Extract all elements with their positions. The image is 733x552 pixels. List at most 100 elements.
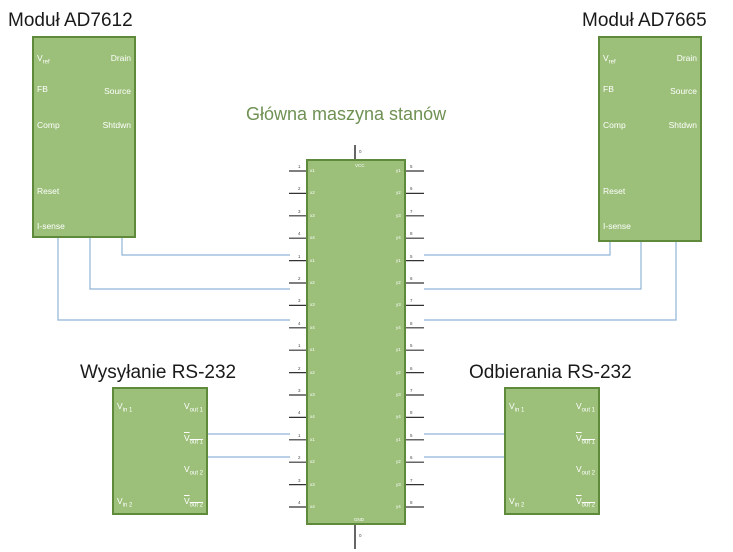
- state-machine-left-pin-name: x1: [310, 168, 315, 173]
- state-machine-left-pin-name: x3: [310, 212, 315, 218]
- state-machine-left-pin-number: 3: [298, 477, 301, 483]
- state-machine-block[interactable]: VCC GND: [306, 159, 406, 525]
- ad7612-vref-label: Vref: [37, 53, 50, 66]
- ad7612-title: Moduł AD7612: [8, 10, 133, 31]
- state-machine-left-pin-number: 4: [298, 410, 301, 416]
- state-machine-left-pin-number: 3: [298, 388, 301, 393]
- ad7612-shtdwn-label: Shtdwn: [102, 120, 131, 130]
- wire-ad7612-2: [89, 236, 290, 290]
- ad7665-source-label: Source: [670, 86, 697, 96]
- state-machine-left-pin-name: x2: [310, 190, 315, 196]
- ad7665-title: Moduł AD7665: [582, 10, 707, 31]
- wire-ad7612-1: [121, 236, 290, 256]
- state-machine-right-pin-number: 6: [410, 186, 413, 192]
- state-machine-right-pin-name: y1: [396, 347, 401, 353]
- rs232-recv-vout2-label: Vout 2: [575, 464, 595, 477]
- rs232-recv-title: Odbierania RS-232: [469, 362, 632, 383]
- state-machine-right-pin-number: 6: [410, 455, 413, 461]
- state-machine-right-pin-number: 8: [410, 231, 413, 237]
- state-machine-right-pin-name: y4: [396, 324, 401, 330]
- rs232-send-vout1-label: Vout 1: [183, 401, 203, 414]
- ad7665-isense-label: I-sense: [603, 221, 631, 231]
- state-machine-right-pin-number: 7: [410, 208, 413, 214]
- rs232-recv-vin2-label: Vin 2: [509, 496, 525, 509]
- rs232-send-vout1-inv-label: Vout 1: [183, 433, 203, 446]
- state-machine-left-pin-number: 1: [298, 164, 301, 169]
- rs232-send-title: Wysyłanie RS-232: [80, 362, 237, 383]
- state-machine-left-pin-number: 3: [298, 208, 301, 214]
- state-machine-right-pin-name: y2: [396, 369, 401, 375]
- state-machine-left-pin-number: 2: [298, 276, 301, 281]
- state-machine-left-pin-number: 2: [298, 186, 301, 192]
- ad7665-fb-label: FB: [603, 84, 614, 94]
- ad7612-module[interactable]: Vref FB Comp Reset I-sense Drain Source …: [32, 36, 136, 238]
- state-machine-vcc-label: VCC: [355, 163, 365, 168]
- state-machine-left-pin-name: x2: [310, 459, 315, 465]
- ad7665-comp-label: Comp: [603, 120, 626, 130]
- state-machine-left-pin-number: 4: [298, 500, 301, 505]
- state-machine-left-pin-number: 4: [298, 231, 301, 237]
- state-machine-left-pin-number: 1: [298, 432, 301, 438]
- gnd-pin-number: 0: [359, 533, 362, 538]
- rs232-recv-module[interactable]: Vin 1 Vin 2 Vout 1 Vout 1 Vout 2 Vout 2: [504, 387, 600, 515]
- state-machine-right-pin-name: y2: [396, 280, 401, 285]
- rs232-send-vin2-label: Vin 2: [117, 496, 133, 509]
- state-machine-right-pin-number: 7: [410, 298, 413, 304]
- ad7612-comp-label: Comp: [37, 120, 60, 130]
- ad7612-isense-label: I-sense: [37, 221, 65, 231]
- state-machine-left-pin-name: x4: [310, 235, 315, 241]
- state-machine-right-pin-name: y4: [396, 504, 401, 509]
- state-machine-right-pin-number: 8: [410, 320, 413, 326]
- ad7612-drain-label: Drain: [110, 53, 131, 63]
- state-machine-right-pin-name: y3: [396, 392, 401, 397]
- rs232-recv-vout2-inv-label: Vout 2: [575, 496, 595, 509]
- rs232-send-vout2-label: Vout 2: [183, 464, 203, 477]
- wire-ad7665-3: [424, 240, 677, 321]
- state-machine-left-pin-name: x4: [310, 324, 315, 330]
- state-machine-left-pin-number: 2: [298, 455, 301, 461]
- state-machine-left-pin-number: 4: [298, 320, 301, 326]
- state-machine-right-pin-name: y1: [396, 257, 401, 263]
- rs232-send-vout2-inv-label: Vout 2: [183, 496, 203, 509]
- state-machine-right-pin-number: 8: [410, 500, 413, 505]
- state-machine-right-pin-name: y3: [396, 212, 401, 218]
- state-machine-right-pin-number: 5: [410, 343, 413, 349]
- vcc-pin-number: 0: [359, 149, 362, 154]
- state-machine-left-pin-number: 1: [298, 253, 301, 259]
- state-machine-right-pin-name: y1: [396, 436, 401, 442]
- rs232-recv-vin1-label: Vin 1: [509, 401, 525, 414]
- ad7612-source-label: Source: [104, 86, 131, 96]
- state-machine-right-pin-name: y3: [396, 481, 401, 487]
- ad7612-reset-label: Reset: [37, 186, 60, 196]
- ad7665-reset-label: Reset: [603, 186, 626, 196]
- state-machine-right-pin-name: y2: [396, 459, 401, 465]
- ad7665-drain-label: Drain: [676, 53, 697, 63]
- state-machine-left-pin-name: x1: [310, 436, 315, 442]
- state-machine-right-pin-number: 5: [410, 164, 413, 169]
- state-machine-left-pin-number: 3: [298, 298, 301, 304]
- state-machine-left-pin-name: x1: [310, 347, 315, 353]
- state-machine-left-pin-name: x2: [310, 280, 315, 285]
- state-machine-left-pin-name: x4: [310, 504, 315, 509]
- state-machine-right-pin-number: 8: [410, 410, 413, 416]
- ad7612-fb-label: FB: [37, 84, 48, 94]
- state-machine-left-pin-number: 2: [298, 365, 301, 371]
- state-machine-right-pin-name: y3: [396, 302, 401, 308]
- rs232-send-module[interactable]: Vin 1 Vin 2 Vout 1 Vout 1 Vout 2 Vout 2: [112, 387, 208, 515]
- state-machine-left-pin-name: x2: [310, 369, 315, 375]
- wire-ad7665-2: [424, 240, 642, 290]
- state-machine-right-pin-number: 5: [410, 253, 413, 259]
- state-machine-right-pin-name: y4: [396, 414, 401, 420]
- state-machine-gnd-label: GND: [354, 517, 364, 522]
- wire-ad7612-3: [57, 236, 290, 321]
- state-machine-left-pin-name: x3: [310, 392, 315, 397]
- rs232-recv-vout1-inv-label: Vout 1: [575, 433, 595, 446]
- state-machine-left-pin-number: 1: [298, 343, 301, 349]
- wire-ad7665-1: [424, 240, 611, 256]
- state-machine-right-pin-name: y4: [396, 235, 401, 241]
- state-machine-right-pin-number: 7: [410, 388, 413, 393]
- ad7665-module[interactable]: Vref FB Comp Reset I-sense Drain Source …: [598, 36, 702, 242]
- state-machine-right-pin-number: 7: [410, 477, 413, 483]
- ad7665-vref-label: Vref: [603, 53, 616, 66]
